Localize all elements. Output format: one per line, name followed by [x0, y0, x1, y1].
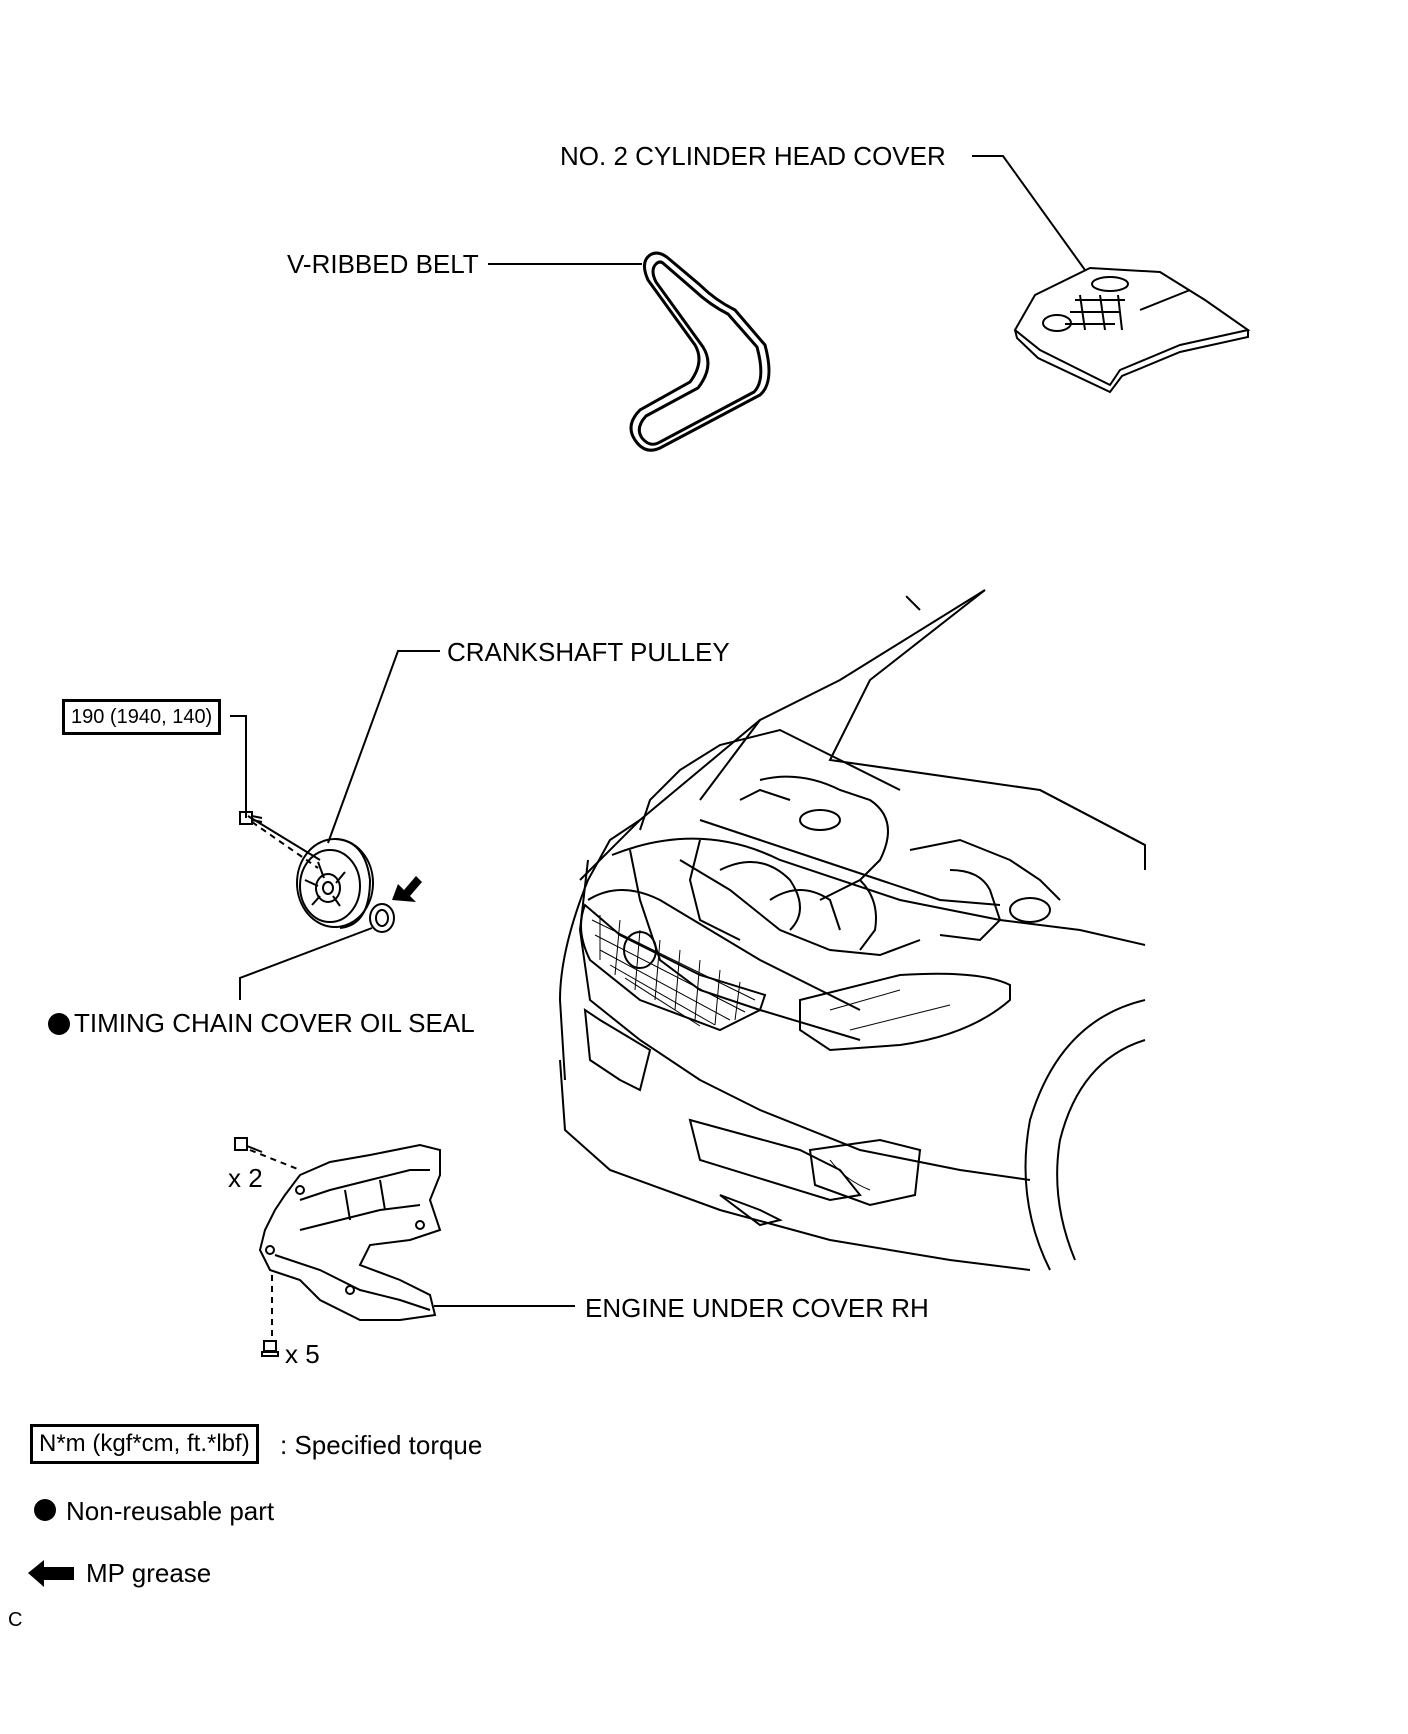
label-v-belt: V-RIBBED BELT: [287, 249, 479, 279]
engine-under-cover-part: [258, 1143, 442, 1321]
legend-nonreusable-dot-icon: [34, 1499, 56, 1521]
legend-grease-arrow-icon: [28, 1560, 74, 1587]
under-cover-bolt-bottom: [261, 1340, 279, 1357]
crankshaft-pulley-part: [296, 838, 374, 929]
legend-torque-text: : Specified torque: [280, 1430, 483, 1460]
label-oil-seal: TIMING CHAIN COVER OIL SEAL: [48, 1008, 475, 1038]
nonreusable-dot-icon: [48, 1013, 70, 1035]
v-ribbed-belt-part: [629, 251, 771, 452]
legend-torque-box: N*m (kgf*cm, ft.*lbf): [30, 1424, 259, 1464]
legend-nonreusable-text: Non-reusable part: [66, 1496, 275, 1526]
label-qty-2: x 2: [228, 1163, 263, 1193]
leader-torque: [230, 715, 321, 861]
vehicle-front-artwork: [558, 589, 1146, 1271]
label-cyl-head-cover: NO. 2 CYLINDER HEAD COVER: [560, 141, 946, 171]
leader-oil-seal: [239, 927, 373, 1000]
label-under-cover: ENGINE UNDER COVER RH: [585, 1293, 929, 1323]
cylinder-head-cover-part: [1013, 266, 1251, 394]
label-qty-5: x 5: [285, 1339, 320, 1369]
pulley-bolt: [239, 811, 263, 825]
label-crank-pulley: CRANKSHAFT PULLEY: [447, 637, 730, 667]
torque-value-box: 190 (1940, 140): [62, 699, 222, 735]
legend-grease-text: MP grease: [86, 1558, 212, 1588]
grease-arrow-marker: [392, 876, 422, 902]
corner-mark: C: [8, 1609, 23, 1631]
leader-crank-pulley: [327, 650, 440, 844]
oil-seal-part: [369, 903, 395, 933]
under-cover-clip-top: [234, 1137, 263, 1153]
leader-cyl-head-cover: [972, 155, 1086, 271]
